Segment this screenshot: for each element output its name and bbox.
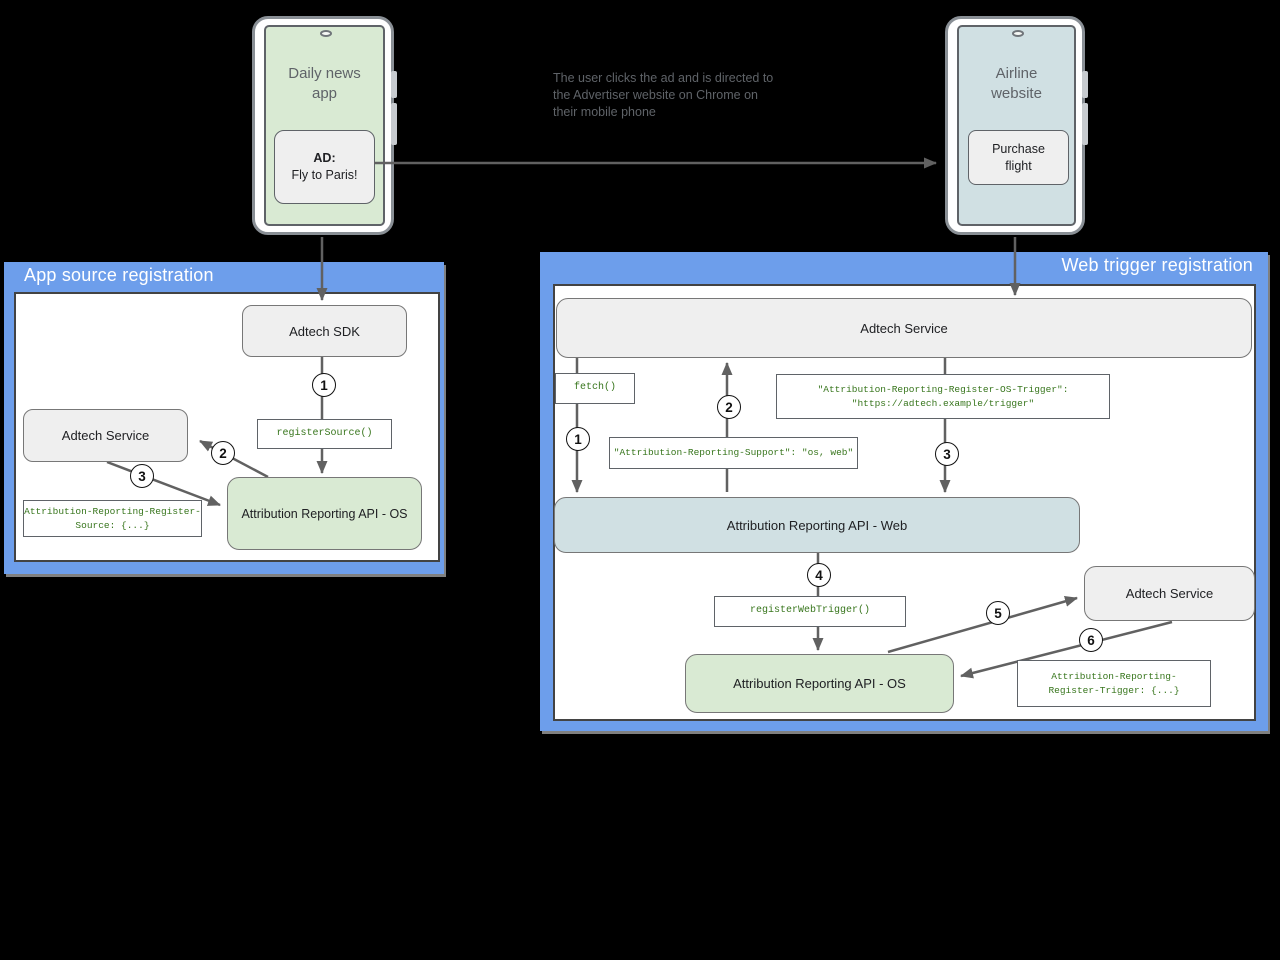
code-os-trigger-header: "Attribution-Reporting-Register-OS-Trigg… <box>776 374 1110 419</box>
camera-dot-icon <box>320 30 332 37</box>
step-badge-app-1: 1 <box>312 373 336 397</box>
power-button-icon <box>1082 71 1088 98</box>
code-support-header: "Attribution-Reporting-Support": "os, we… <box>609 437 858 469</box>
volume-button-icon <box>391 103 397 145</box>
daily-news-phone-screen: Daily news app AD: Fly to Paris! <box>264 25 385 226</box>
code-fetch: fetch() <box>555 373 635 404</box>
airline-phone: Airline website Purchase flight <box>945 16 1088 235</box>
node-api-os-app: Attribution Reporting API - OS <box>227 477 422 550</box>
step-badge-web-4: 4 <box>807 563 831 587</box>
ad-text: Fly to Paris! <box>291 168 358 182</box>
ad-card: AD: Fly to Paris! <box>274 130 375 204</box>
power-button-icon <box>391 71 397 98</box>
code-source-header: Attribution-Reporting-Register- Source: … <box>23 500 202 537</box>
web-trigger-panel-title: Web trigger registration <box>1061 255 1253 275</box>
app-source-panel-title: App source registration <box>24 265 214 285</box>
step-badge-app-3: 3 <box>130 464 154 488</box>
node-api-os-web: Attribution Reporting API - OS <box>685 654 954 713</box>
airline-website-title: Airline website <box>991 65 1042 102</box>
node-adtech-service-app: Adtech Service <box>23 409 188 462</box>
ad-label: AD: <box>313 151 336 166</box>
step-badge-web-5: 5 <box>986 601 1010 625</box>
daily-news-phone: Daily news app AD: Fly to Paris! <box>252 16 397 235</box>
user-flow-annotation: The user clicks the ad and is directed t… <box>553 71 774 119</box>
step-badge-web-3: 3 <box>935 442 959 466</box>
node-api-web: Attribution Reporting API - Web <box>554 497 1080 553</box>
purchase-flight-button: Purchase flight <box>968 130 1069 185</box>
camera-dot-icon <box>1012 30 1024 37</box>
code-register-web-trigger: registerWebTrigger() <box>714 596 906 627</box>
node-adtech-service-web-top: Adtech Service <box>556 298 1252 358</box>
volume-button-icon <box>1082 103 1088 145</box>
code-register-source: registerSource() <box>257 419 392 449</box>
node-adtech-sdk: Adtech SDK <box>242 305 407 357</box>
step-badge-web-2: 2 <box>717 395 741 419</box>
step-badge-app-2: 2 <box>211 441 235 465</box>
code-register-trigger-header: Attribution-Reporting- Register-Trigger:… <box>1017 660 1211 707</box>
step-badge-web-1: 1 <box>566 427 590 451</box>
node-adtech-service-web-right: Adtech Service <box>1084 566 1255 621</box>
daily-news-app-title: Daily news app <box>288 65 361 102</box>
step-badge-web-6: 6 <box>1079 628 1103 652</box>
airline-phone-screen: Airline website Purchase flight <box>957 25 1076 226</box>
